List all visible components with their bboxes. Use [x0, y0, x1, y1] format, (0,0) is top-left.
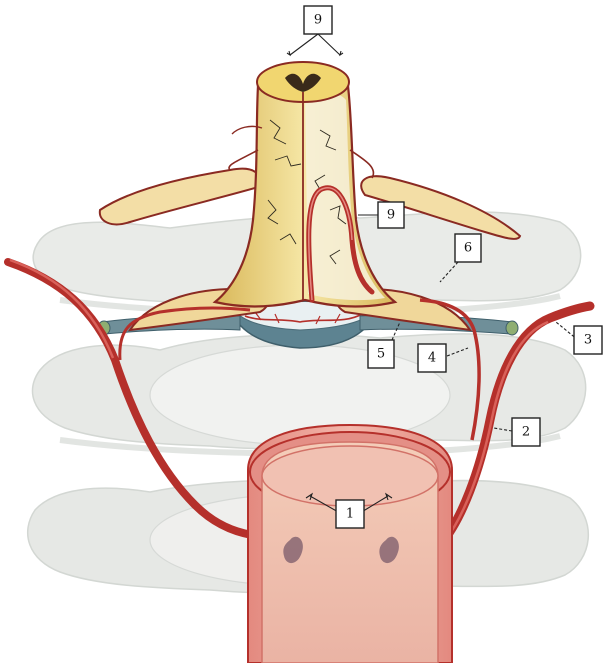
- label-6: 6: [455, 234, 481, 262]
- label-7-text: 9: [314, 13, 322, 28]
- label-7: 9: [304, 6, 332, 34]
- label-6-text: 6: [464, 241, 472, 256]
- label-5-text: 5: [377, 347, 385, 362]
- label-1: 1: [336, 500, 364, 528]
- label-4: 4: [418, 344, 446, 372]
- label-1-text: 1: [346, 507, 354, 522]
- label-3-text: 3: [584, 333, 592, 348]
- label-3: 3: [574, 326, 602, 354]
- aorta: [248, 425, 452, 663]
- label-2-text: 2: [522, 425, 530, 440]
- label-4-text: 4: [428, 351, 436, 366]
- label-9: 9: [378, 202, 404, 228]
- label-5: 5: [368, 340, 394, 368]
- label-9-text: 9: [387, 208, 395, 223]
- label-2: 2: [512, 418, 540, 446]
